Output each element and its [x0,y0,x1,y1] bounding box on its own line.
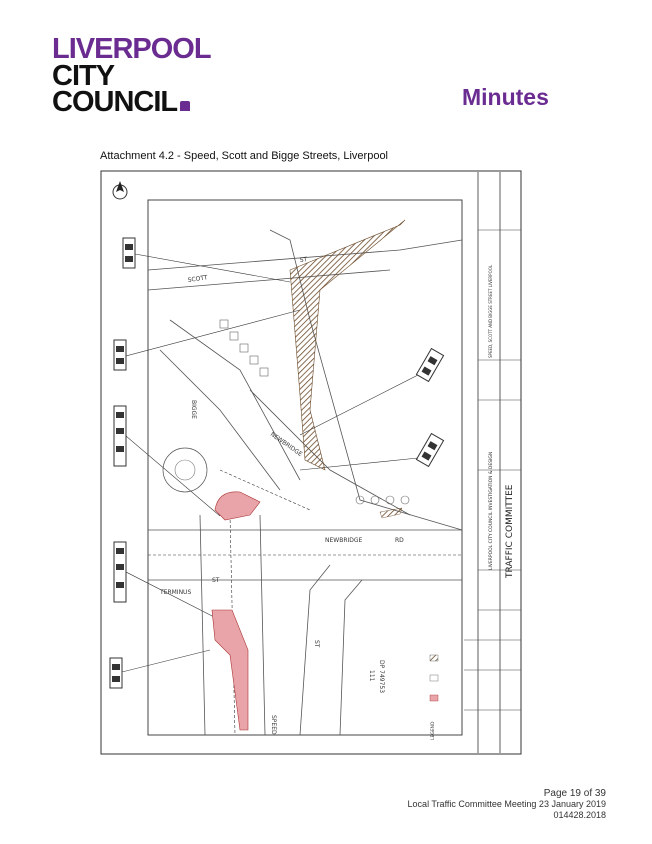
page-number: Page 19 of 39 [543,788,606,799]
north-arrow-icon [112,181,128,200]
sign-symbol-icon [122,237,136,269]
section-title: Minutes [462,84,549,110]
sign-symbol-icon [113,541,127,603]
council-logo: LIVERPOOL CITY COUNCIL [52,33,212,119]
title-block-committee: TRAFFIC COMMITTEE [505,484,515,579]
attachment-caption: Attachment 4.2 - Speed, Scott and Bigge … [100,150,389,162]
logo-line-1: LIVERPOOL [52,33,212,65]
street-label-newbridge-road: NEWBRIDGE [325,537,363,544]
street-label-st-3: ST [313,640,320,648]
lot-number: 111 [368,670,375,682]
logo-line-3: COUNCIL [52,86,211,119]
street-label-st-2: ST [212,577,220,584]
sign-symbol-icon [109,657,123,689]
street-label-terminus: TERMINUS [159,589,191,596]
pink-area-2 [211,609,249,731]
page-footer: Page 19 of 39 Local Traffic Committee Me… [408,788,606,821]
lot-dp: DP 749753 [378,660,385,693]
legend-heading: LEGEND [430,721,436,740]
document-ref: 014428.2018 [553,810,606,820]
street-label-rd: RD [395,537,404,544]
hatched-strip [379,507,403,519]
logo-line-3-text: COUNCIL [52,86,178,119]
street-label-speed: SPEED [270,715,277,735]
street-label-st-1: ST [299,256,308,264]
title-block-location: SPEED, SCOTT AND BIGGE STREET LIVERPOOL [488,264,493,358]
street-label-bigge: BIGGE [190,400,197,419]
sign-symbol-icon [113,339,127,371]
sign-symbol-icon [113,405,127,467]
traffic-plan-drawing: SCOTT ST NEWBRIDGE NEWBRIDGE RD TERMINUS… [100,170,522,755]
title-block-org: LIVERPOOL CITY COUNCIL INVESTIGATION & D… [488,452,494,570]
meeting-name: Local Traffic Committee Meeting 23 Janua… [407,799,606,809]
sign-symbol-icon [415,432,445,468]
pink-area-1 [214,491,261,521]
sign-symbol-icon [415,347,445,383]
logo-mark-icon [180,101,191,112]
hatched-area [289,219,406,471]
street-label-scott: SCOTT [187,274,208,284]
logo-line-2: CITY [52,59,115,92]
legend-swatches [429,654,439,702]
